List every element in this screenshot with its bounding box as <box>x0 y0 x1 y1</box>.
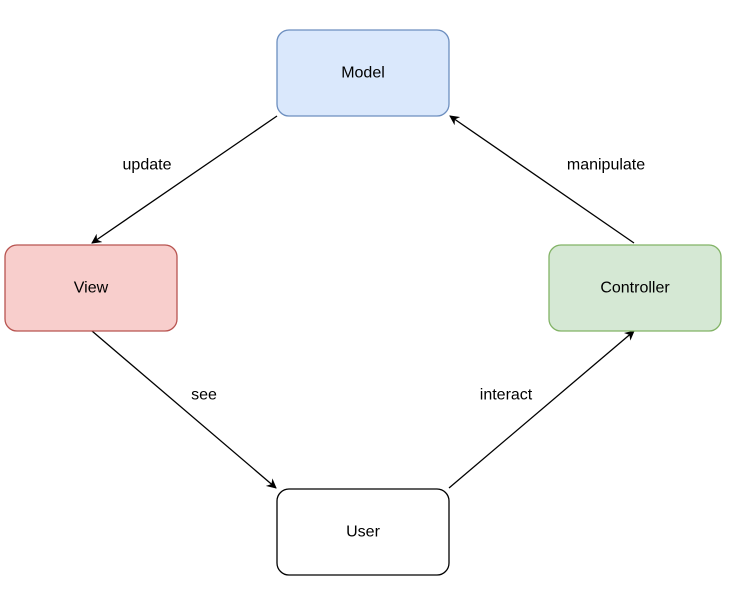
node-view[interactable]: View <box>4 244 178 332</box>
edge-update-label: update <box>123 157 172 174</box>
node-user[interactable]: User <box>276 488 450 576</box>
edge-interact-arrow <box>448 330 635 489</box>
node-controller-box <box>548 244 722 332</box>
edge-manipulate-label: manipulate <box>567 157 645 174</box>
edge-see-arrow <box>91 330 277 489</box>
edge-update-arrow <box>91 115 278 244</box>
node-controller-label: Controller <box>600 280 670 297</box>
node-view-label: View <box>74 280 109 297</box>
node-user-box <box>276 488 450 576</box>
node-model-label: Model <box>341 65 385 82</box>
edge-manipulate-arrow <box>449 115 635 244</box>
node-controller[interactable]: Controller <box>548 244 722 332</box>
node-user-label: User <box>346 524 380 541</box>
edge-see-label: see <box>191 387 217 404</box>
node-view-box <box>4 244 178 332</box>
edge-interact-label: interact <box>480 387 533 404</box>
node-model-box <box>276 29 450 117</box>
node-model[interactable]: Model <box>276 29 450 117</box>
